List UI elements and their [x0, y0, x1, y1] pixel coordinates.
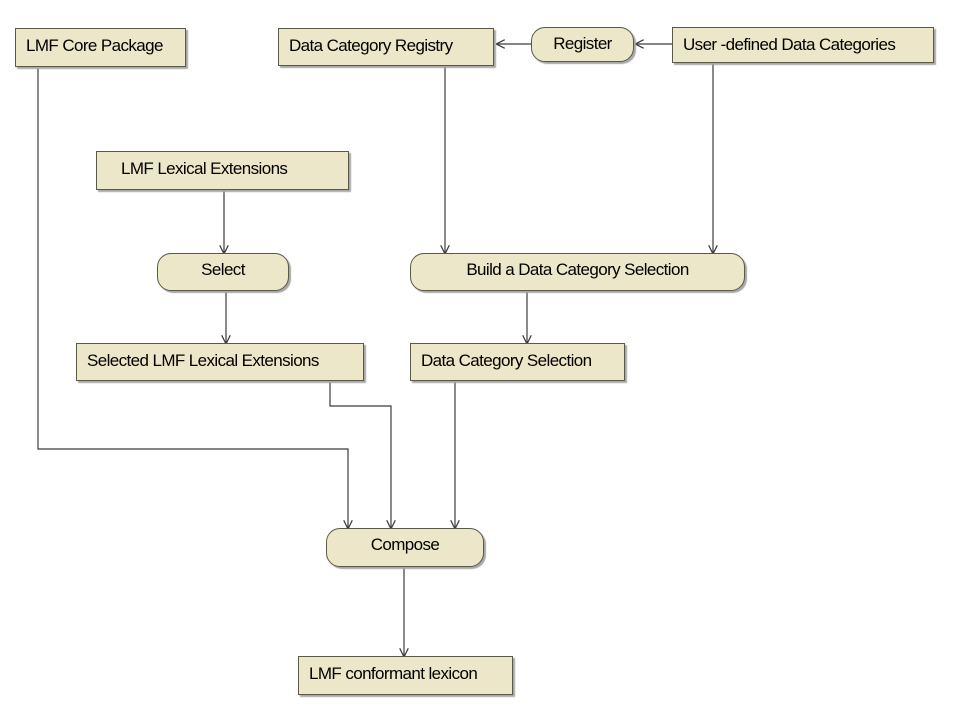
node-label: Selected LMF Lexical Extensions	[87, 351, 319, 370]
edge-selected-to-compose	[329, 381, 391, 528]
node-select: Select	[157, 253, 289, 291]
node-user-defined-data-categories: User -defined Data Categories	[672, 27, 934, 63]
node-build-data-category-selection: Build a Data Category Selection	[410, 253, 745, 291]
node-label: Compose	[370, 535, 440, 554]
node-label: Data Category Selection	[421, 351, 592, 370]
node-label: Select	[201, 260, 245, 279]
node-data-category-selection: Data Category Selection	[410, 343, 625, 381]
node-label: User -defined Data Categories	[683, 35, 896, 54]
node-data-category-registry: Data Category Registry	[278, 28, 494, 66]
node-label: Register	[553, 34, 612, 53]
node-compose: Compose	[326, 528, 484, 567]
node-label: LMF conformant lexicon	[309, 664, 478, 683]
edge-core-to-compose	[37, 67, 348, 528]
node-lmf-conformant-lexicon: LMF conformant lexicon	[298, 656, 513, 695]
node-register: Register	[531, 27, 634, 62]
node-selected-lmf-lexical-extensions: Selected LMF Lexical Extensions	[76, 343, 364, 381]
node-lmf-core-package: LMF Core Package	[15, 28, 186, 67]
node-label: LMF Lexical Extensions	[121, 159, 288, 178]
node-lmf-lexical-extensions: LMF Lexical Extensions	[96, 151, 349, 190]
node-label: Data Category Registry	[289, 36, 453, 55]
node-label: Build a Data Category Selection	[466, 260, 689, 279]
node-label: LMF Core Package	[26, 36, 163, 55]
